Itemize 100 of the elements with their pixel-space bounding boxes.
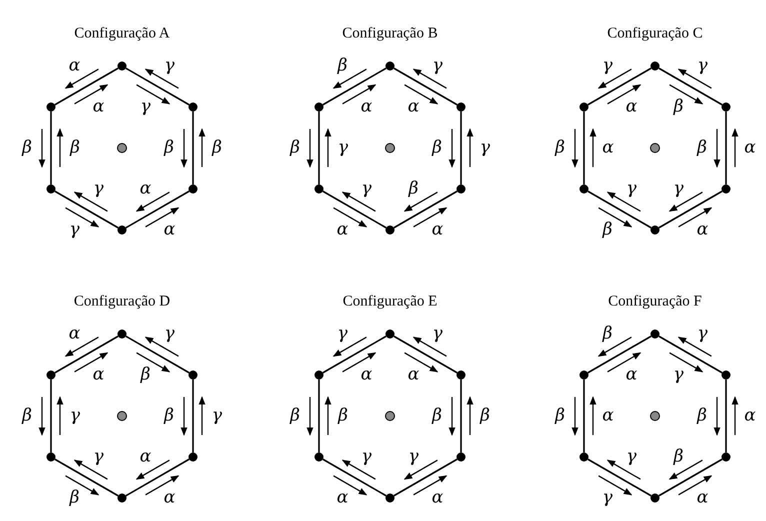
vertex-dot (386, 62, 394, 70)
center-dot (117, 143, 127, 153)
vertex-dot (314, 452, 324, 462)
greek-label: γ (626, 448, 637, 466)
vertex-dot (188, 184, 198, 194)
greek-label: γ (164, 57, 175, 74)
vertex-dot (650, 494, 660, 502)
hexagon-side (192, 112, 194, 184)
configuration-title: Configuração A (74, 26, 170, 42)
vertex-dot (456, 452, 466, 462)
greek-label: γ (626, 180, 637, 198)
vertex-dot (456, 370, 466, 380)
vertex-dot (46, 370, 56, 380)
greek-label: β (480, 408, 490, 424)
greek-label: γ (93, 180, 104, 198)
greek-label: α (164, 222, 176, 239)
hexagon-side (587, 190, 652, 228)
hexagon-side (126, 336, 190, 374)
center-dot (650, 411, 660, 421)
greek-label: β (408, 180, 418, 198)
greek-label: γ (361, 180, 372, 198)
greek-label: β (164, 408, 174, 424)
vertex-dot (118, 494, 126, 502)
vertex-dot (650, 62, 660, 70)
greek-label: β (602, 222, 612, 239)
hexagon-side (322, 336, 386, 374)
greek-label: γ (697, 325, 708, 342)
greek-label: β (212, 140, 222, 156)
vertex-dot (579, 102, 588, 112)
hexagon-side (318, 112, 320, 184)
greek-label: α (696, 222, 708, 239)
greek-label: α (626, 98, 638, 116)
greek-label: β (22, 408, 32, 424)
greek-label: β (338, 408, 348, 424)
hexagon-side (322, 190, 386, 228)
vertex-dot (579, 452, 588, 462)
hexagon-side (126, 190, 190, 228)
hexagon-side (54, 190, 118, 228)
vertex-dot (650, 330, 660, 338)
hexagon-side (394, 458, 458, 496)
vertex-dot (118, 330, 126, 338)
greek-label: α (140, 180, 152, 198)
hexagon-side (725, 112, 727, 184)
greek-label: γ (673, 366, 684, 384)
greek-label: γ (602, 57, 613, 74)
greek-label: γ (697, 57, 708, 74)
hexagon-side (192, 380, 194, 452)
greek-label: α (360, 98, 372, 116)
vertex-dot (579, 184, 588, 194)
greek-label: β (555, 408, 565, 424)
greek-label: α (92, 366, 104, 384)
greek-label: α (336, 222, 348, 239)
vertex-dot (579, 370, 588, 380)
greek-label: γ (93, 448, 104, 466)
greek-label: α (432, 490, 444, 507)
hexagon-side (460, 380, 462, 452)
hexagon-side (725, 380, 727, 452)
greek-label: β (697, 140, 707, 156)
hexagon-side (54, 68, 118, 106)
center-dot (650, 143, 660, 153)
greek-label: β (70, 490, 80, 507)
greek-label: β (697, 408, 707, 424)
greek-label: α (602, 408, 614, 424)
greek-label: β (555, 140, 565, 156)
vertex-dot (314, 184, 324, 194)
greek-label: α (626, 366, 638, 384)
greek-label: γ (602, 490, 613, 507)
hexagon-side (587, 68, 652, 106)
greek-label: γ (70, 408, 80, 424)
vertex-dot (722, 184, 730, 194)
hexagon-side (394, 68, 458, 106)
hexagon-side (583, 112, 585, 184)
hexagon-side (50, 380, 52, 452)
vertex-dot (386, 226, 394, 234)
greek-label: α (140, 448, 152, 466)
hexagon-side (658, 68, 723, 106)
vertex-dot (188, 370, 198, 380)
hexagon-side (50, 112, 52, 184)
greek-label: α (744, 140, 756, 156)
greek-label: β (164, 140, 174, 156)
vertex-dot (456, 184, 466, 194)
hexagon-side (587, 458, 652, 496)
hexagon-side (394, 190, 458, 228)
greek-label: β (338, 57, 348, 74)
greek-label: α (408, 366, 420, 384)
configuration-title: Configuração D (74, 294, 170, 310)
center-dot (385, 411, 395, 421)
vertex-dot (46, 452, 56, 462)
greek-label: γ (164, 325, 175, 342)
vertex-dot (118, 62, 126, 70)
vertex-dot (456, 102, 466, 112)
hexagon-side (583, 380, 585, 452)
greek-label: β (432, 140, 442, 156)
configuration-title: Configuração E (342, 294, 438, 310)
configuration-title: Configuração B (342, 26, 438, 42)
vertex-dot (46, 102, 56, 112)
greek-label: β (674, 448, 684, 466)
greek-label: γ (432, 325, 443, 342)
vertex-dot (386, 494, 394, 502)
greek-label: α (744, 408, 756, 424)
